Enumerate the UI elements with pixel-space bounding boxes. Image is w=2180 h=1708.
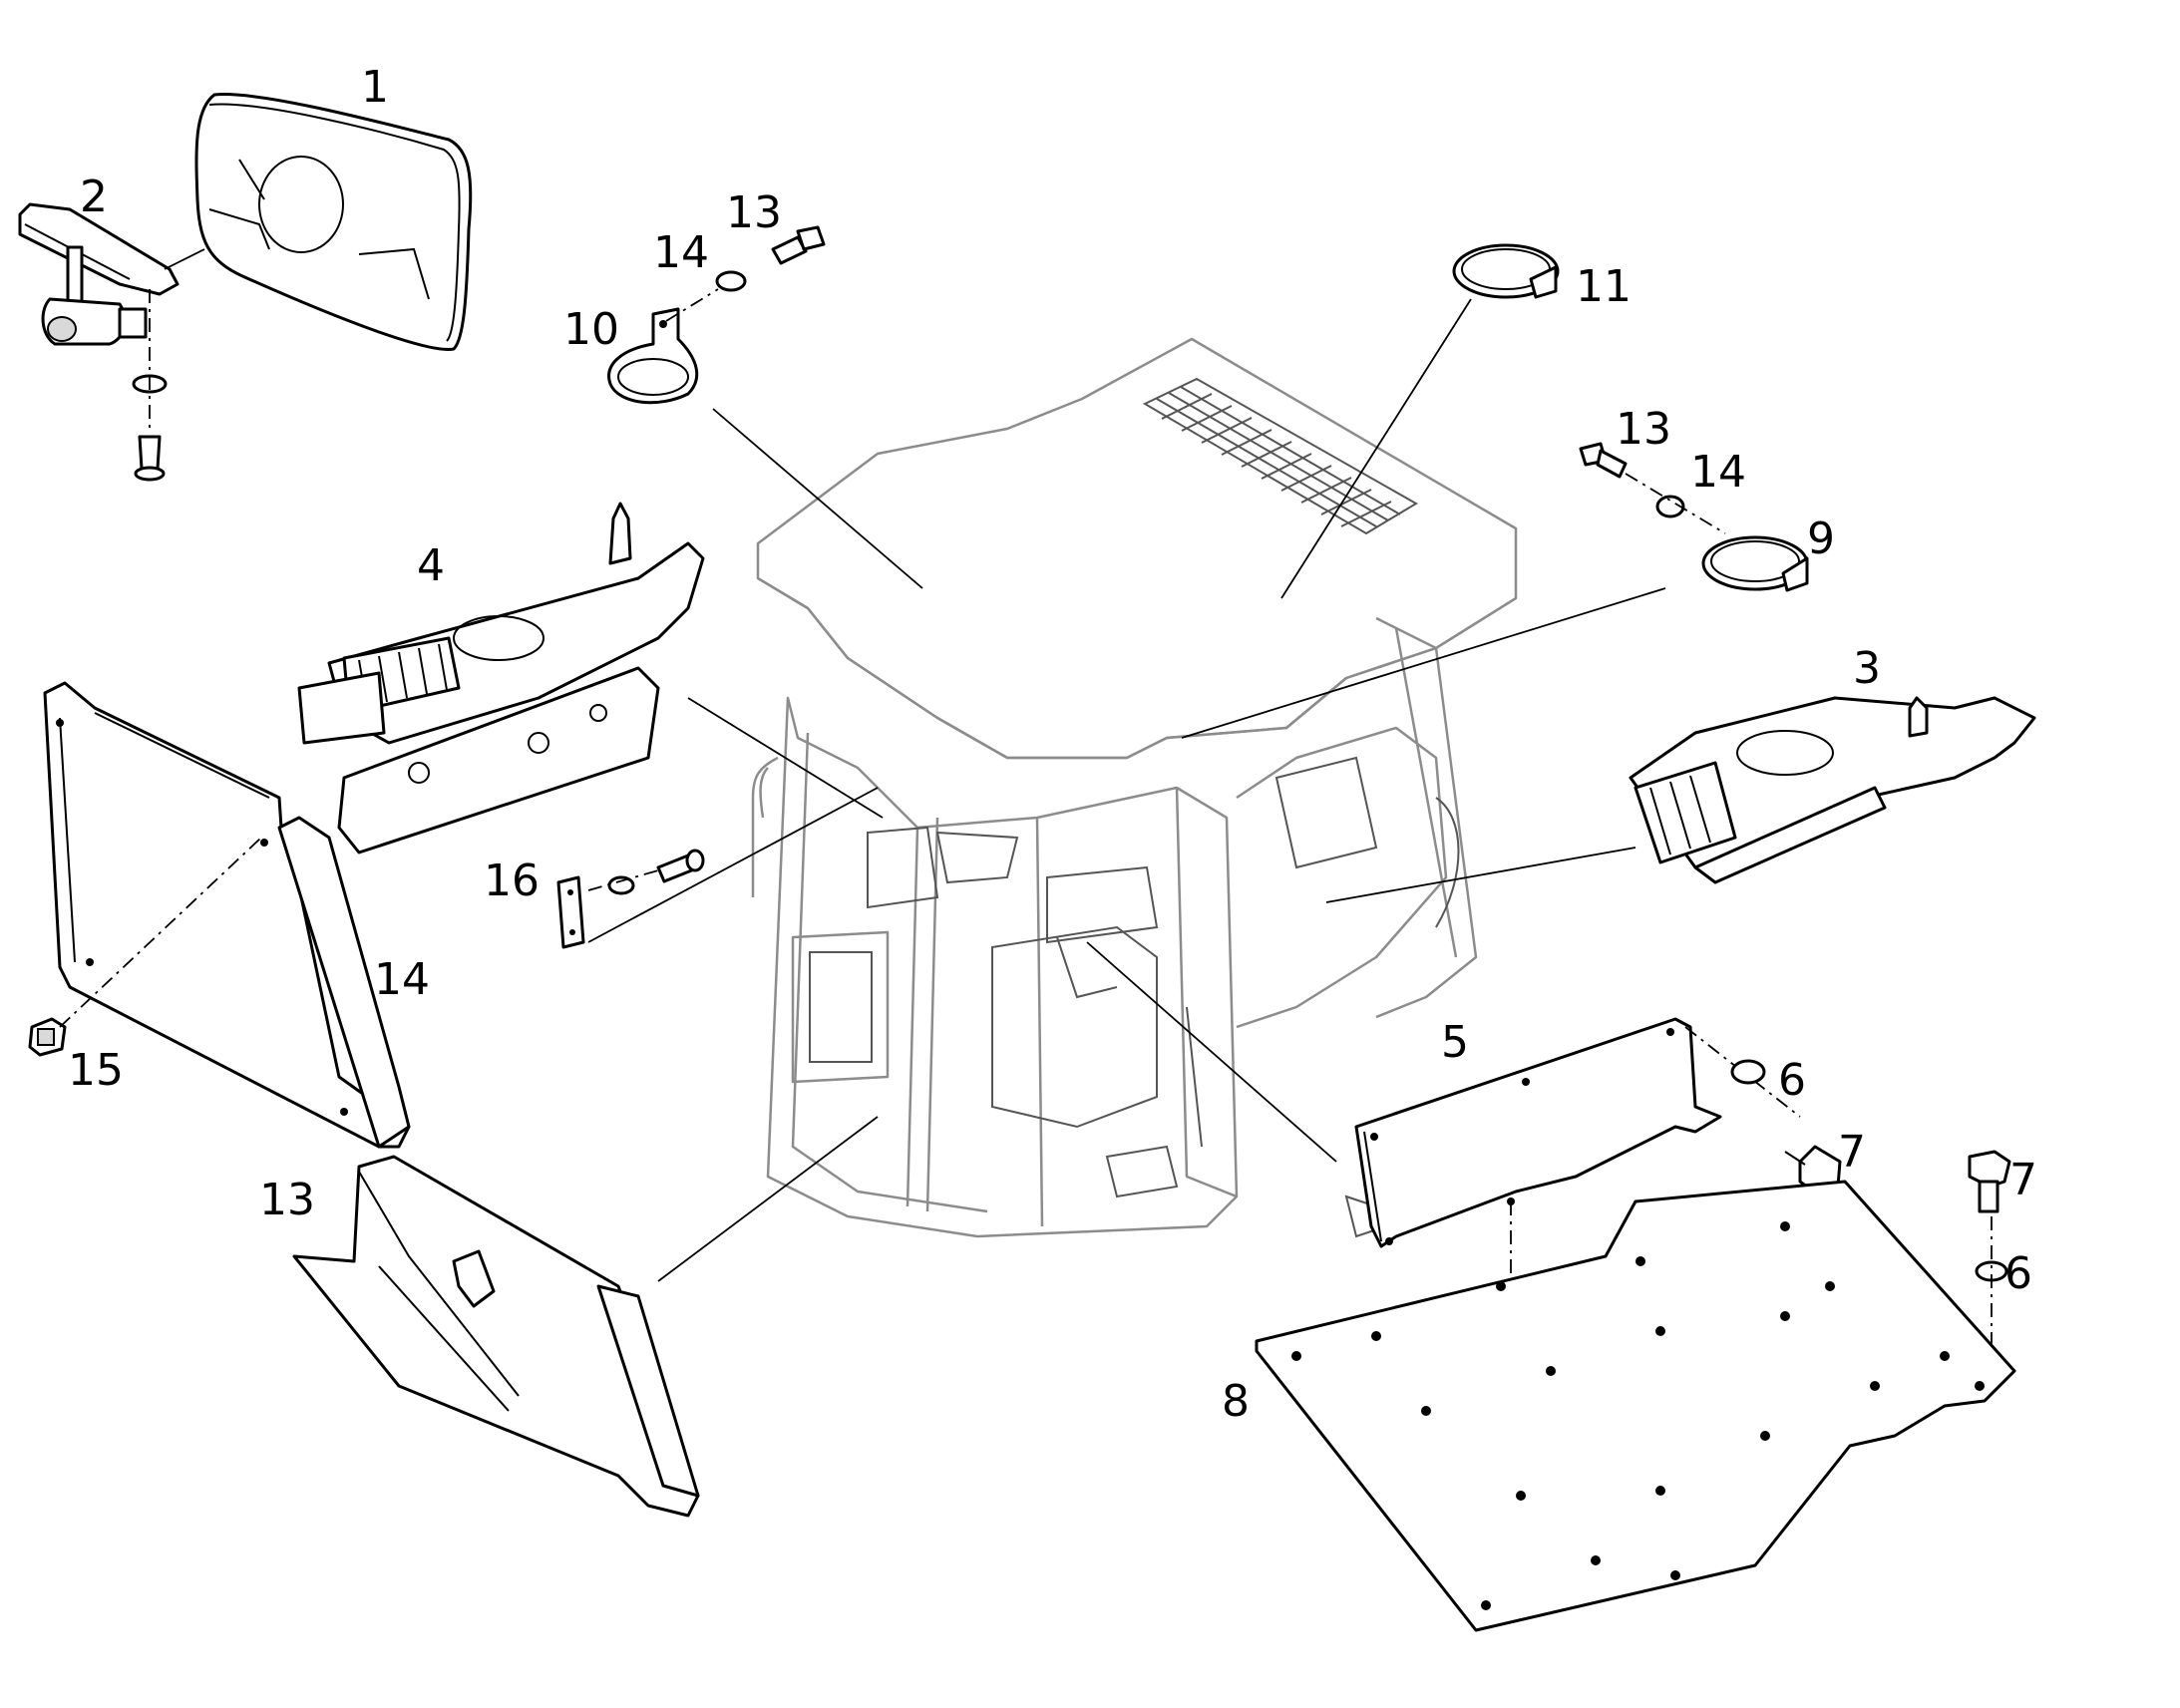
part-14-washer-top (715, 270, 747, 292)
callout-13-left: 13 (259, 1175, 315, 1225)
callout-3: 3 (1853, 643, 1881, 694)
part-5-plate (1354, 1017, 1722, 1248)
callout-2: 2 (80, 171, 108, 222)
part-11-leader (1280, 298, 1472, 599)
part-16-washer (607, 875, 635, 895)
callout-1: 1 (361, 62, 389, 113)
part-10-leader (712, 408, 923, 589)
roof-vent-grid (1142, 377, 1418, 535)
callout-9: 9 (1807, 513, 1835, 564)
part-16-leader (587, 787, 879, 943)
part-13-bolt-right (1579, 442, 1628, 479)
part-13-storage-tray (292, 1155, 700, 1518)
callout-7-b: 7 (2009, 1155, 2037, 1205)
part-8-floor-plate (1255, 1180, 2016, 1632)
callout-10: 10 (563, 304, 619, 355)
part-4-heater-unit (297, 502, 705, 854)
part-10-hook (607, 307, 699, 405)
callout-6-a: 6 (1778, 1055, 1806, 1106)
part-4-leader (687, 697, 884, 819)
part-9-ring-clamp (1701, 535, 1809, 592)
cab-body (751, 337, 1518, 1238)
part-3-heater-unit (1629, 696, 2036, 884)
callout-5: 5 (1441, 1017, 1469, 1068)
callout-labels: 1 2 13 14 10 11 13 14 9 4 3 16 14 15 13 … (68, 62, 2037, 1427)
callout-13-top: 13 (726, 187, 782, 238)
part-16-plate (556, 875, 585, 949)
part-14-side-panel (43, 681, 411, 1149)
part-6-washer-a (1730, 1059, 1766, 1085)
callout-6-b: 6 (2004, 1248, 2032, 1299)
part-5-leader (1086, 941, 1337, 1163)
part-13-bolt-top (771, 225, 826, 265)
part-9-fastener-axis (1625, 473, 1726, 534)
part-11-ring-clamp (1452, 243, 1560, 299)
part-5-fastener-axis (1684, 1026, 1801, 1118)
callout-14-left: 14 (374, 954, 430, 1005)
part-3-leader (1325, 847, 1636, 903)
part-10-fastener-axis (665, 288, 719, 322)
part-14-washer-right (1655, 495, 1685, 518)
part-13-leader (657, 1116, 879, 1282)
part-2-to-1-leader (164, 248, 205, 270)
callout-14-top: 14 (653, 227, 709, 278)
part-2-mirror-bracket (18, 202, 180, 482)
part-7-bolt-b (1968, 1150, 2011, 1213)
callout-14-right: 14 (1690, 447, 1746, 498)
part-16-fastener-axis (587, 869, 659, 891)
callout-7-a: 7 (1838, 1127, 1866, 1178)
callout-16: 16 (484, 855, 540, 906)
callout-13-right: 13 (1616, 404, 1671, 455)
part-9-leader (1181, 587, 1666, 739)
part-15-clip (28, 1017, 67, 1057)
part-1-mirror (194, 93, 473, 351)
callout-4: 4 (417, 540, 445, 591)
callout-8: 8 (1222, 1376, 1250, 1427)
callout-15: 15 (68, 1045, 124, 1096)
callout-11: 11 (1576, 261, 1632, 312)
part-16-screw (656, 849, 705, 883)
part-15-fastener-axis (59, 837, 262, 1028)
